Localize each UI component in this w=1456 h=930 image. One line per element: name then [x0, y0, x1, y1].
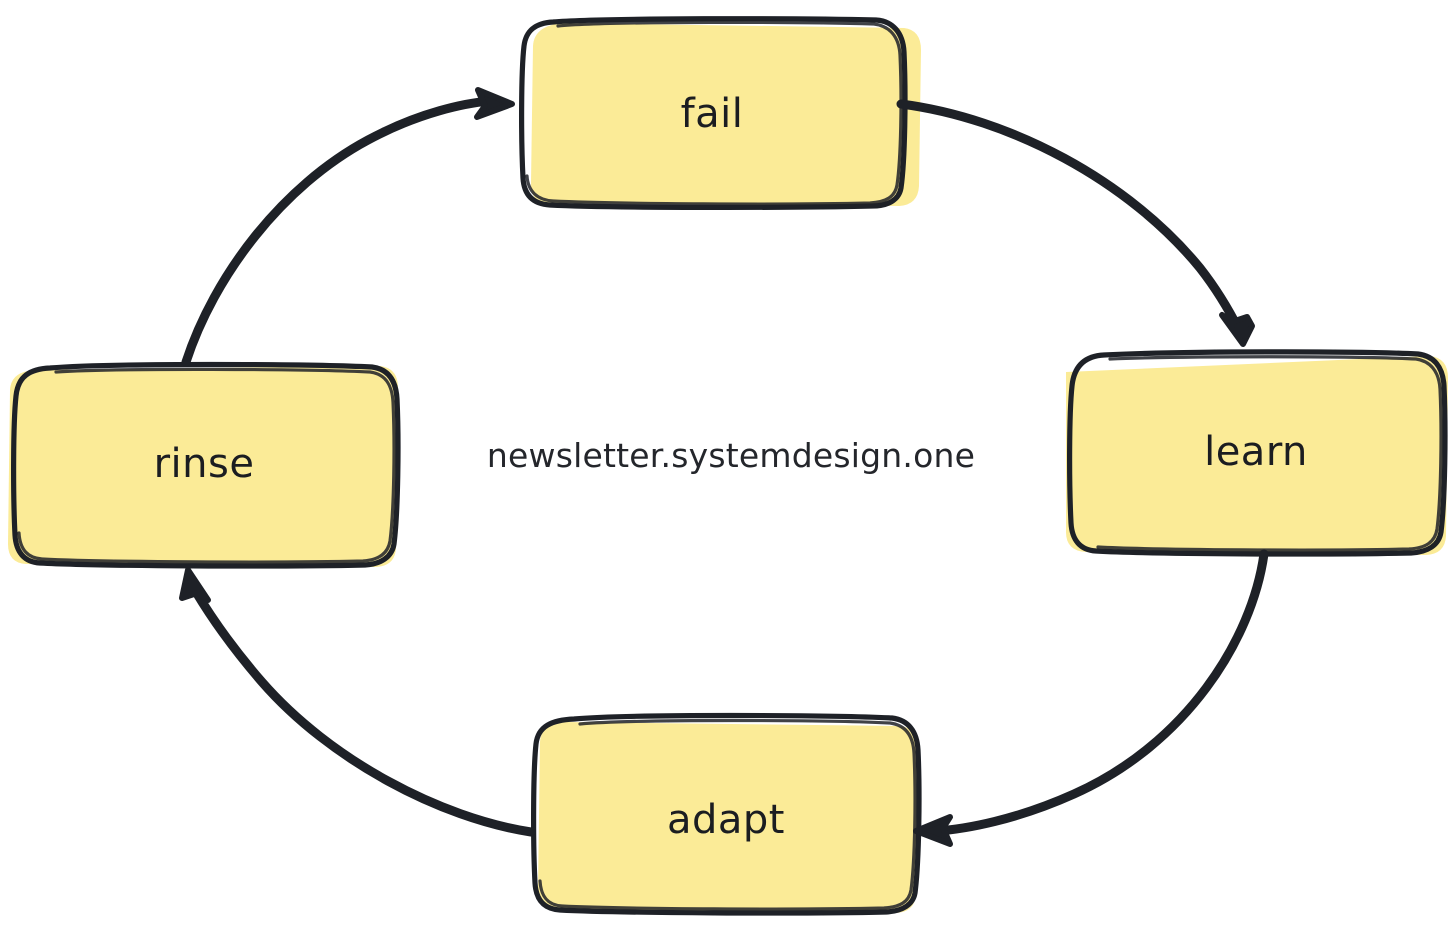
- node-rinse[interactable]: rinse: [8, 361, 401, 569]
- edge-learn-to-adapt-line: [932, 549, 1269, 836]
- center-caption: newsletter.systemdesign.one: [487, 436, 975, 475]
- node-learn-outline-2: [1096, 355, 1443, 552]
- node-adapt-fill: [538, 722, 918, 913]
- node-learn-fill: [1066, 356, 1448, 555]
- node-rinse-outline-2: [17, 367, 396, 564]
- node-fail-fill: [530, 23, 921, 206]
- edge-rinse-to-fail-arrowhead: [474, 87, 515, 120]
- node-rinse-label: rinse: [154, 441, 255, 487]
- edge-rinse-to-fail[interactable]: [181, 87, 515, 367]
- node-adapt[interactable]: adapt: [531, 712, 922, 916]
- node-learn-label: learn: [1204, 429, 1308, 475]
- node-rinse-fill: [8, 366, 398, 567]
- edge-adapt-to-rinse[interactable]: [179, 567, 536, 837]
- node-learn[interactable]: learn: [1066, 349, 1448, 557]
- edge-fail-to-learn-line: [896, 99, 1244, 335]
- node-fail-label: fail: [681, 91, 744, 137]
- node-fail-outline-2: [525, 20, 903, 206]
- node-fail-outline: [519, 16, 908, 210]
- edge-rinse-to-fail-line: [181, 96, 495, 367]
- node-adapt-outline-2: [538, 718, 917, 911]
- node-learn-outline: [1067, 349, 1448, 557]
- edge-adapt-to-rinse-arrowhead: [179, 567, 211, 603]
- edge-fail-to-learn-arrowhead: [1219, 312, 1255, 347]
- edge-learn-to-adapt-arrowhead: [913, 814, 953, 847]
- node-rinse-outline: [11, 361, 401, 569]
- node-fail[interactable]: fail: [519, 16, 921, 210]
- node-adapt-label: adapt: [667, 797, 785, 843]
- edge-fail-to-learn[interactable]: [896, 99, 1255, 347]
- node-adapt-outline: [531, 712, 922, 916]
- edge-adapt-to-rinse-line: [191, 587, 536, 837]
- edge-learn-to-adapt[interactable]: [913, 549, 1269, 847]
